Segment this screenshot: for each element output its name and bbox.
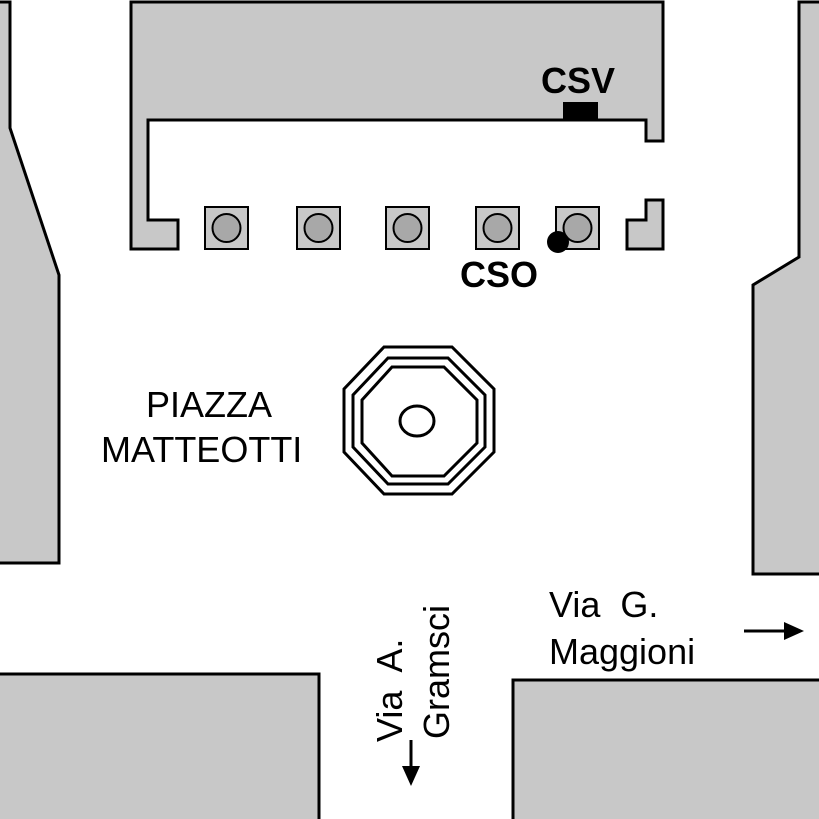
square-name-line1: PIAZZA <box>146 384 272 425</box>
fountain-center <box>398 404 436 438</box>
building-left-upper <box>0 0 61 565</box>
csv-label: CSV <box>541 60 615 101</box>
fountain <box>342 345 496 496</box>
square-name-line2: MATTEOTTI <box>101 429 302 470</box>
column <box>385 206 430 250</box>
csv-station-marker <box>563 102 598 119</box>
building-bottom-left <box>0 672 321 819</box>
portico-columns <box>204 206 600 250</box>
arrow-down-icon <box>402 740 420 786</box>
building-bottom-right <box>511 678 819 819</box>
building-corner-small <box>625 198 665 251</box>
building-top-center <box>129 0 665 251</box>
street-gramsci-line2: Gramsci <box>416 605 457 739</box>
street-maggioni-line2: Maggioni <box>549 631 695 672</box>
arrow-right-icon <box>744 622 804 640</box>
building-right-upper <box>751 0 819 576</box>
column <box>475 206 520 250</box>
cso-label: CSO <box>460 254 538 295</box>
street-gramsci-line1: Via A. <box>369 639 410 742</box>
street-gramsci: Via A. Gramsci <box>369 605 457 786</box>
street-maggioni-line1: Via G. <box>549 584 658 625</box>
column <box>296 206 341 250</box>
column <box>204 206 249 250</box>
street-maggioni: Via G. Maggioni <box>549 584 804 672</box>
column <box>555 206 600 250</box>
cso-station-marker <box>547 231 569 253</box>
